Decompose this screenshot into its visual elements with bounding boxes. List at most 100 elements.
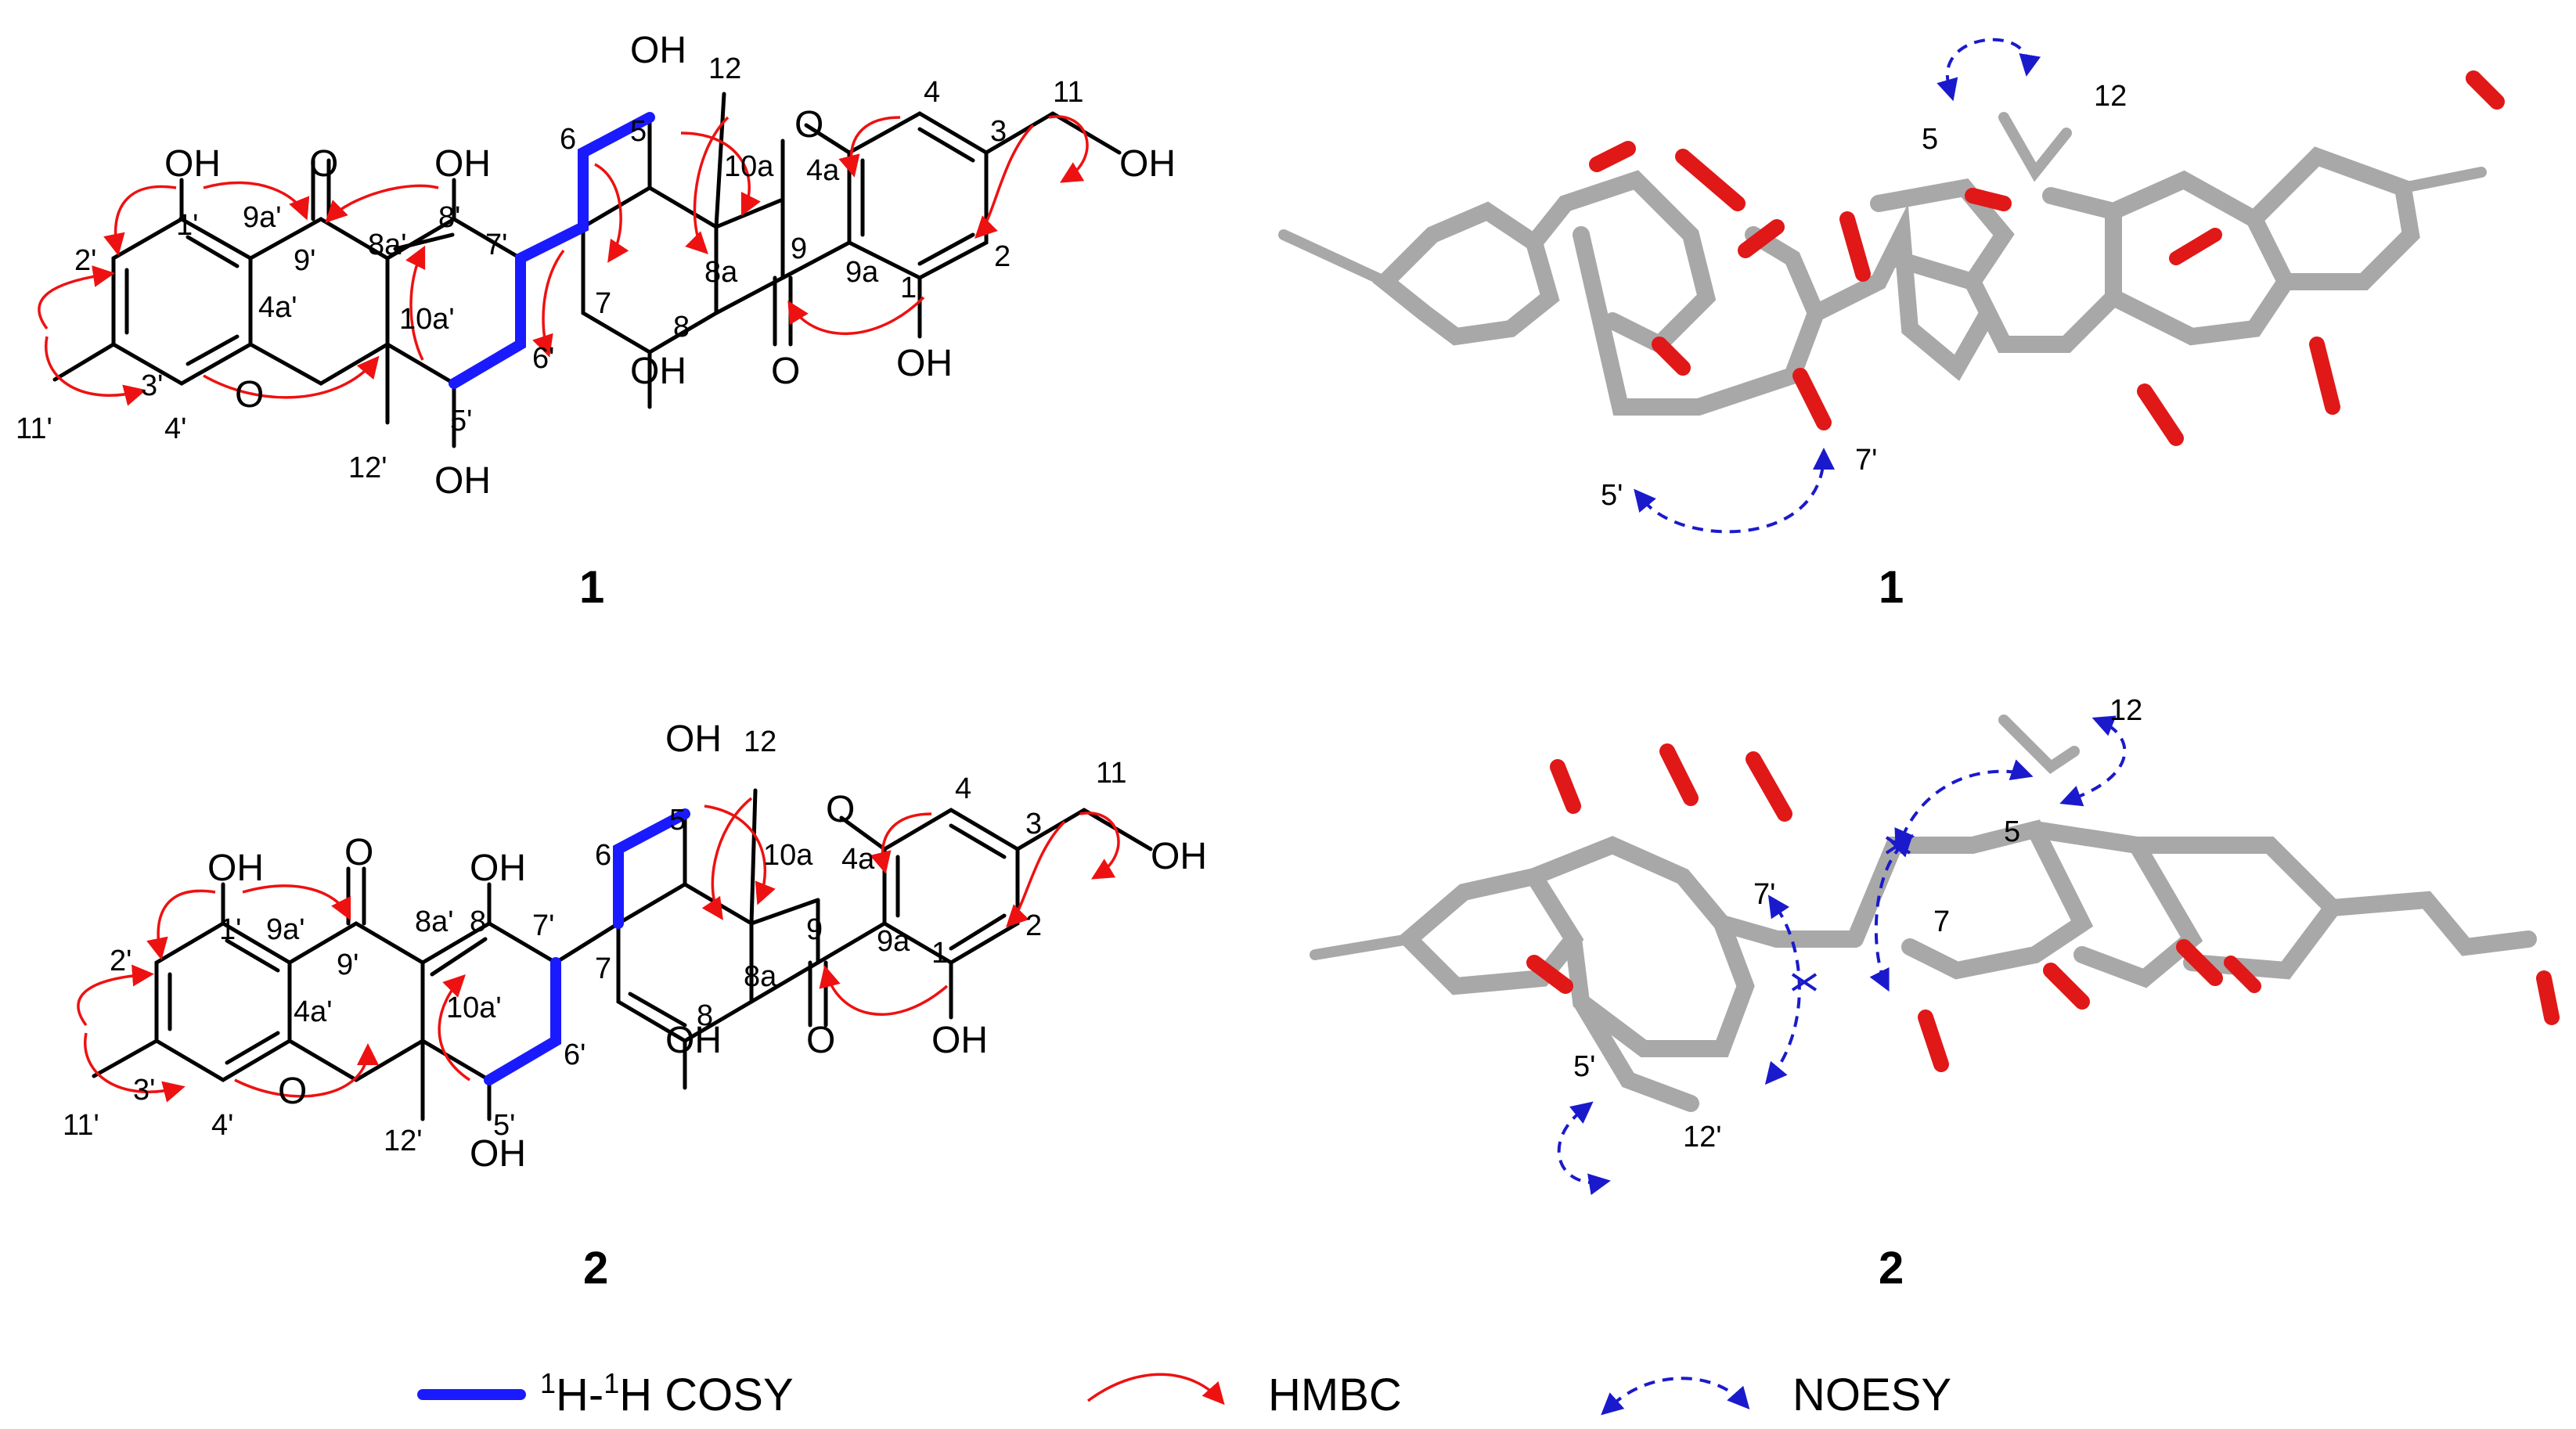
c1-num: 12': [348, 452, 387, 484]
c2-num: 4a: [841, 843, 875, 876]
c2-num: 1': [219, 913, 241, 946]
c1-num: 7: [595, 287, 611, 320]
legend-noesy-swatch: [1601, 1377, 1750, 1416]
c1-num: 4': [164, 412, 186, 445]
c1-num: 1': [176, 209, 198, 242]
compound-1-structure: OH O OH OH O OH OH O OH O OH 12 5 6 4 3 …: [16, 30, 1176, 613]
m2-noe-label: 12': [1683, 1121, 1722, 1154]
c2-num: 11': [63, 1109, 99, 1142]
c1-num: 8a: [704, 256, 738, 289]
c2-oh-5prime: OH: [470, 1133, 526, 1175]
c1-num: 8a': [368, 229, 407, 261]
compound-2-structure: OH O OH OH O OH OH O OH O OH 12 5 11 4 3…: [63, 718, 1207, 1294]
c2-num: 9a': [266, 913, 305, 946]
m2-noe-label: 7': [1753, 878, 1775, 911]
c2-num: 8a: [744, 960, 777, 993]
c1-num: 5': [450, 405, 472, 437]
c2-num: 6: [595, 839, 611, 872]
c2-oh-5: OH: [665, 718, 722, 760]
c1-num: 9a: [845, 256, 879, 289]
compound-1-bonds: [52, 92, 1122, 448]
c1-o-ring-prime: O: [235, 374, 264, 416]
compound-2-bonds: [92, 788, 1153, 1121]
model-1-noe-correlations: [1634, 38, 2041, 534]
c2-o-ring: O: [826, 789, 855, 830]
c1-num: 4a: [806, 154, 840, 187]
c2-num: 8: [697, 999, 713, 1032]
compound-2-hmbc-arrows: [77, 797, 1120, 1103]
c1-o-9prime: O: [309, 143, 338, 185]
m2-noe-label: 5: [2004, 815, 2020, 848]
model-2-label: 2: [1879, 1243, 1904, 1294]
model-1-tubes: [1278, 70, 2505, 446]
c1-o-9: O: [771, 351, 800, 392]
model-2-noe-labels: 12 5 7' 7 5' 12': [1573, 694, 2142, 1154]
c2-num: 4: [955, 772, 971, 805]
compound-2-cosy-bonds: [484, 808, 690, 1085]
m1-noe-label: 7': [1855, 444, 1877, 477]
c2-num: 6': [564, 1038, 585, 1071]
c1-num: 7': [485, 229, 507, 261]
compound-1-label: 1: [579, 562, 604, 613]
c1-num: 6': [532, 342, 554, 375]
legend-hmbc-swatch: [1086, 1373, 1225, 1406]
model-2-noe-correlations: [1557, 715, 2127, 1196]
c1-num: 6: [560, 123, 576, 156]
m1-noe-label: 12: [2094, 80, 2127, 113]
c1-num: 9a': [243, 201, 282, 234]
legend-noesy-label: NOESY: [1792, 1370, 1951, 1420]
c1-num: 8': [438, 201, 460, 234]
c2-oh-11: OH: [1151, 836, 1207, 877]
c1-num: 10a: [724, 150, 774, 183]
c2-num: 5': [493, 1109, 515, 1142]
c2-num: 3: [1025, 808, 1042, 840]
c2-o-9: O: [806, 1020, 835, 1061]
c2-num: 12': [384, 1125, 423, 1157]
c2-num: 8': [470, 905, 492, 938]
c2-num: 5: [669, 804, 686, 837]
c2-oh-1: OH: [931, 1020, 988, 1061]
compound-1-atom-numbers: 12 5 6 4 3 11 10a 1' 9a' 2' 8a' 8' 7' 4a…: [16, 52, 1083, 484]
c1-num: 11': [16, 412, 52, 445]
c2-num: 11: [1096, 757, 1126, 790]
c1-oh-5prime: OH: [434, 460, 491, 502]
model-1-3d: 12 5 5' 7' 1: [1278, 38, 2505, 613]
c2-num: 9': [337, 948, 358, 981]
c2-num: 7': [532, 909, 554, 942]
c1-num: 10a': [399, 303, 455, 336]
c2-num: 7: [595, 952, 611, 985]
c1-num: 12: [708, 52, 741, 85]
c2-oh-8: OH: [665, 1020, 722, 1061]
m2-noe-label: 7: [1933, 905, 1950, 938]
c2-num: 9a: [877, 925, 910, 958]
c1-num: 3': [141, 369, 163, 402]
c1-num: 5: [630, 115, 647, 148]
c1-num: 4a': [258, 291, 297, 324]
m2-noe-label: 5': [1573, 1050, 1595, 1083]
m1-noe-label: 5': [1601, 479, 1623, 512]
legend-cosy-label: 1H-1H COSY: [540, 1367, 794, 1420]
c1-oh-11: OH: [1119, 143, 1176, 185]
c1-oh-5: OH: [630, 30, 686, 71]
c1-num: 3: [990, 115, 1007, 148]
c1-oh-1prime: OH: [164, 143, 221, 185]
model-2-3d: 12 5 7' 7 5' 12' 2: [1310, 694, 2560, 1294]
c2-num: 8a': [415, 905, 454, 938]
model-1-noe-labels: 12 5 5' 7': [1601, 80, 2127, 512]
m2-noe-label: 12: [2109, 694, 2142, 727]
c2-num: 10a': [446, 992, 502, 1024]
c1-num: 2: [994, 240, 1011, 273]
c1-num: 11: [1053, 76, 1083, 109]
c1-o-ring: O: [794, 104, 823, 146]
c2-num: 2': [110, 945, 132, 977]
c2-oh-1prime: OH: [207, 848, 264, 889]
compound-2-atom-numbers: 12 5 11 4 3 10a 4a 6 1' 9a' 8' 2' 9' 8a'…: [63, 725, 1126, 1157]
c2-num: 4a': [294, 995, 333, 1028]
legend-hmbc-label: HMBC: [1268, 1370, 1402, 1420]
compound-1-heteroatom-labels: OH O OH OH O OH OH O OH O OH: [164, 30, 1176, 502]
model-2-tubes: [1310, 714, 2560, 1112]
c2-num: 2: [1025, 909, 1042, 942]
compound-1-hmbc-arrows: [38, 115, 1089, 406]
c2-num: 4': [211, 1109, 233, 1142]
